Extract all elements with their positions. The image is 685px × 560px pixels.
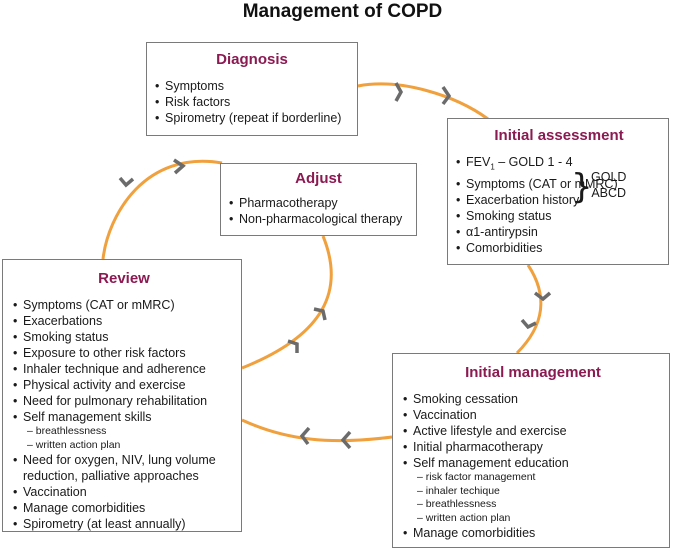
- list-item: Physical activity and exercise: [13, 377, 235, 393]
- sub-list-item: – risk factor management: [417, 471, 536, 483]
- list-item: Pharmacotherapy: [229, 195, 408, 211]
- arc-assessment-to-management: [515, 264, 543, 355]
- initial-assessment-box: Initial assessment FEV1 – GOLD 1 - 4 Sym…: [447, 118, 669, 265]
- arc-management-to-review: [241, 418, 393, 443]
- list-item: Active lifestyle and exercise: [403, 423, 663, 439]
- list-item: Exposure to other risk factors: [13, 345, 235, 361]
- sub-list-item: – inhaler techique: [417, 484, 500, 497]
- initial-assessment-heading: Initial assessment: [494, 127, 624, 144]
- chevron-arrow-icon: [287, 339, 299, 353]
- adjust-heading: Adjust: [295, 170, 342, 187]
- list-item: Smoking status: [456, 208, 662, 224]
- list-item: Vaccination: [403, 407, 663, 423]
- diagnosis-heading: Diagnosis: [216, 51, 288, 68]
- list-item-fev1: FEV1 – GOLD 1 - 4: [456, 154, 662, 176]
- initial-management-box: Initial management Smoking cessation Vac…: [392, 353, 670, 548]
- curly-brace-icon: }: [571, 167, 593, 207]
- list-item: Exacerbations: [13, 313, 235, 329]
- list-item: Smoking status: [13, 329, 235, 345]
- list-item: Manage comorbidities: [403, 525, 663, 541]
- list-item: Exacerbation history: [456, 192, 662, 208]
- chevron-arrow-icon: [394, 82, 404, 102]
- list-item: Spirometry (at least annually): [13, 516, 235, 532]
- gold-label-line2: ABCD: [591, 186, 627, 200]
- list-item: Self management skills: [13, 409, 235, 425]
- chevron-arrow-icon: [520, 318, 537, 330]
- list-item: Spirometry (repeat if borderline): [155, 110, 349, 126]
- review-list: Symptoms (CAT or mMRC) Exacerbations Smo…: [13, 297, 235, 532]
- diagnosis-box: Diagnosis Symptoms Risk factors Spiromet…: [146, 42, 358, 136]
- initial-assessment-list: FEV1 – GOLD 1 - 4 Symptoms (CAT or mMRC)…: [456, 154, 662, 256]
- gold-label-line1: GOLD: [591, 170, 627, 184]
- review-box: Review Symptoms (CAT or mMRC) Exacerbati…: [2, 259, 242, 532]
- list-item: Symptoms (CAT or mMRC): [456, 176, 662, 192]
- chevron-arrow-icon: [313, 307, 327, 321]
- list-item: Need for oxygen, NIV, lung volume: [13, 452, 235, 468]
- arc-review-to-diagnosis: [101, 159, 223, 260]
- adjust-list: Pharmacotherapy Non-pharmacological ther…: [229, 195, 408, 227]
- initial-management-heading: Initial management: [465, 364, 601, 381]
- chevron-arrow-icon: [299, 426, 311, 446]
- fev-subscript: 1: [490, 162, 495, 172]
- sub-list-item: – written action plan: [27, 438, 121, 451]
- list-item: Initial pharmacotherapy: [403, 439, 663, 455]
- list-item: Manage comorbidities: [13, 500, 235, 516]
- arc-diagnosis-to-assessment: [357, 82, 489, 121]
- diagnosis-list: Symptoms Risk factors Spirometry (repeat…: [155, 78, 349, 126]
- adjust-box: Adjust Pharmacotherapy Non-pharmacologic…: [220, 163, 417, 236]
- list-item: Inhaler technique and adherence: [13, 361, 235, 377]
- list-item: Non-pharmacological therapy: [229, 211, 408, 227]
- fev-gold-grade: – GOLD 1 - 4: [494, 155, 573, 169]
- gold-abcd-label: GOLD ABCD: [591, 169, 626, 201]
- fev-label: FEV: [466, 155, 491, 169]
- list-item: Need for pulmonary rehabilitation: [13, 393, 235, 409]
- list-item: Symptoms: [155, 78, 349, 94]
- initial-management-list: Smoking cessation Vaccination Active lif…: [403, 391, 663, 541]
- chevron-arrow-icon: [533, 291, 552, 302]
- sub-list-item: – written action plan: [417, 511, 511, 524]
- list-item: Risk factors: [155, 94, 349, 110]
- diagram-title: Management of COPD: [242, 1, 443, 22]
- list-item: α1-antirypsin: [456, 224, 662, 240]
- list-item: Smoking cessation: [403, 391, 663, 407]
- list-item: Self management education: [403, 455, 663, 471]
- list-item: Vaccination: [13, 484, 235, 500]
- list-item-continuation: reduction, palliative approaches: [23, 469, 199, 483]
- list-item: Comorbidities: [456, 240, 662, 256]
- chevron-arrow-icon: [441, 86, 452, 106]
- sub-list-item: – breathlessness: [27, 425, 107, 437]
- sub-list-item: – breathlessness: [417, 498, 497, 510]
- chevron-arrow-icon: [173, 158, 186, 175]
- arc-adjust-to-review: [241, 235, 333, 370]
- chevron-arrow-icon: [340, 430, 352, 450]
- chevron-arrow-icon: [118, 176, 135, 188]
- review-heading: Review: [98, 270, 150, 287]
- list-item: Symptoms (CAT or mMRC): [13, 297, 235, 313]
